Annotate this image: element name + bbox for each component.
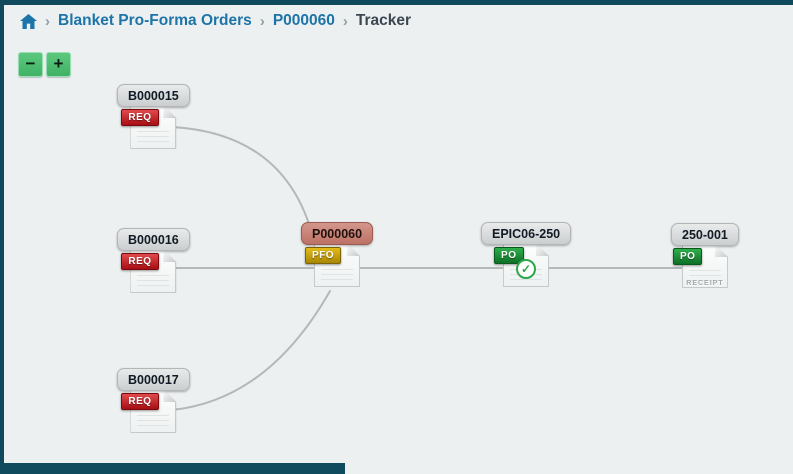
node-250-001: 250-001 PO RECEIPT bbox=[671, 223, 739, 288]
breadcrumb-item-blanket-pro-forma-orders[interactable]: Blanket Pro-Forma Orders bbox=[58, 12, 252, 29]
check-circle-icon: ✓ bbox=[516, 259, 537, 279]
connector-b000015-p000060 bbox=[171, 126, 310, 225]
document-text-lines bbox=[137, 271, 170, 287]
node-label[interactable]: B000016 bbox=[117, 228, 190, 251]
node-b000017: B000017 REQ bbox=[117, 368, 190, 433]
node-label[interactable]: B000015 bbox=[117, 84, 190, 107]
doc-type-badge-po: PO bbox=[494, 247, 524, 264]
node-label[interactable]: 250-001 bbox=[671, 223, 739, 246]
node-label[interactable]: EPIC06-250 bbox=[481, 222, 572, 245]
document-text-lines bbox=[688, 266, 721, 282]
node-b000015: B000015 REQ bbox=[117, 84, 190, 149]
zoom-out-button[interactable]: − bbox=[18, 52, 43, 77]
zoom-controls: − + bbox=[18, 52, 71, 77]
document-icon[interactable]: REQ bbox=[121, 389, 177, 433]
connector-b000017-p000060 bbox=[171, 290, 331, 411]
window-top-border bbox=[0, 0, 793, 5]
receipt-stamp: RECEIPT bbox=[686, 280, 724, 287]
document-icon[interactable]: PO RECEIPT bbox=[672, 244, 728, 288]
document-icon[interactable]: REQ bbox=[121, 249, 177, 293]
doc-type-badge-pfo: PFO bbox=[305, 247, 342, 264]
breadcrumb-item-p000060[interactable]: P000060 bbox=[272, 12, 335, 29]
document-text-lines bbox=[137, 411, 170, 427]
doc-type-badge-po: PO bbox=[672, 248, 703, 265]
document-text-lines bbox=[321, 265, 354, 281]
doc-type-badge-req: REQ bbox=[121, 109, 159, 126]
zoom-in-button[interactable]: + bbox=[46, 52, 71, 77]
breadcrumb-separator: › bbox=[342, 13, 348, 30]
node-b000016: B000016 REQ bbox=[117, 228, 190, 293]
doc-type-badge-req: REQ bbox=[121, 393, 159, 410]
breadcrumb-separator: › bbox=[45, 13, 50, 30]
breadcrumb-item-tracker: Tracker bbox=[355, 12, 412, 29]
node-label-active[interactable]: P000060 bbox=[301, 222, 374, 245]
window-left-border bbox=[0, 0, 4, 474]
document-text-lines bbox=[137, 127, 170, 143]
home-icon[interactable] bbox=[20, 13, 37, 29]
node-epic06-250: EPIC06-250 PO ✓ bbox=[481, 222, 572, 287]
node-p000060-current: P000060 PFO bbox=[301, 222, 374, 287]
document-icon[interactable]: REQ bbox=[121, 105, 177, 149]
breadcrumb-separator: › bbox=[259, 13, 265, 30]
footer-bar bbox=[0, 463, 345, 474]
document-icon[interactable]: PO ✓ bbox=[494, 243, 550, 287]
node-label[interactable]: B000017 bbox=[117, 368, 190, 391]
document-icon[interactable]: PFO bbox=[305, 243, 361, 287]
doc-type-badge-req: REQ bbox=[121, 253, 159, 270]
breadcrumb: › Blanket Pro-Forma Orders › P000060 › T… bbox=[20, 12, 411, 30]
